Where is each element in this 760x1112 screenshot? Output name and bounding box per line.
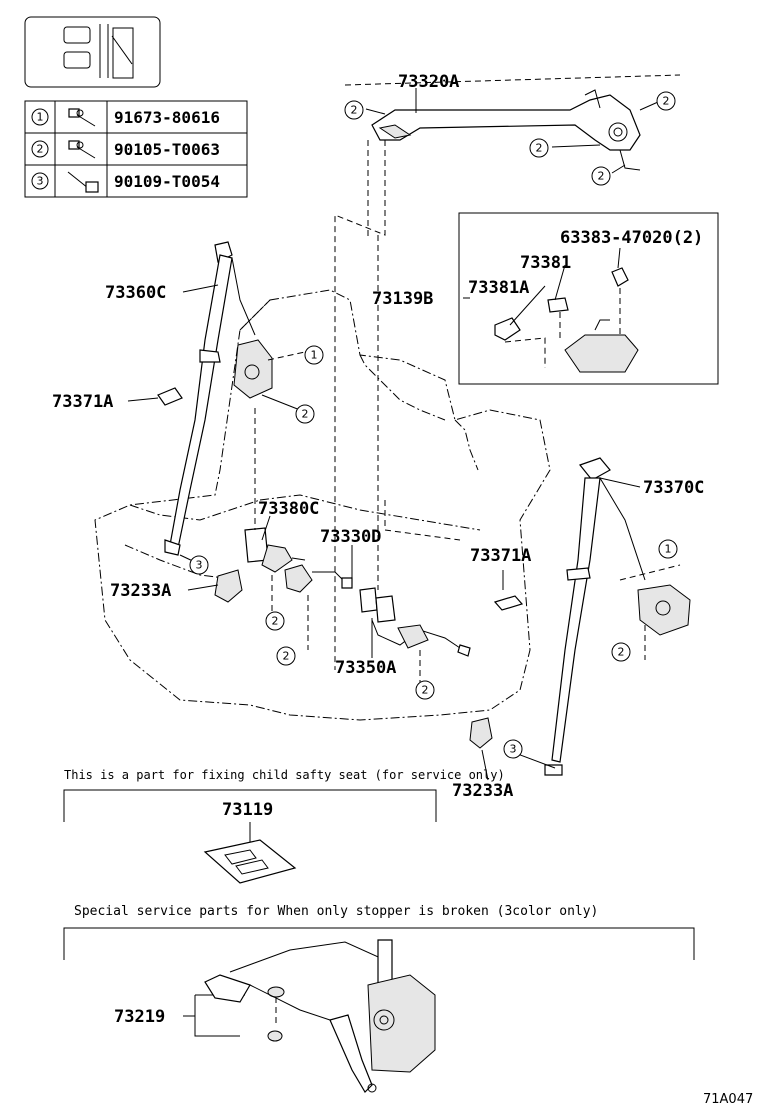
fastener-ref-2-c: 2	[529, 138, 549, 158]
part-73371A-right-stopper	[493, 595, 524, 611]
callout-73233A-left: 73233A	[110, 581, 171, 601]
part-73219-stopper-top	[267, 986, 285, 1025]
fastener-ref-3-a: 3	[189, 555, 209, 575]
svg-text:2: 2	[272, 615, 279, 628]
bolt-icon	[68, 108, 96, 127]
part-73371A-left-stopper	[157, 387, 183, 406]
fastener-index-3: 3	[37, 175, 44, 188]
fastener-ref-2-g: 2	[611, 642, 631, 662]
part-73380C-buckle	[244, 527, 306, 573]
fastener-part-no-3: 90109-T0054	[114, 172, 220, 191]
fastener-row-3: 3 90109-T0054	[31, 171, 220, 193]
callout-73360C: 73360C	[105, 283, 166, 303]
callout-73219: 73219	[114, 1007, 165, 1027]
fastener-row-2: 2 90105-T0063	[31, 140, 220, 159]
seat-outline	[94, 289, 551, 721]
callout-73233A-right: 73233A	[452, 781, 513, 801]
callout-73370C: 73370C	[643, 478, 704, 498]
part-73233A-left-cover	[214, 569, 243, 603]
child-seat-note: This is a part for fixing child safty se…	[64, 768, 505, 782]
fastener-index-1: 1	[37, 111, 44, 124]
leader-lines-middle	[254, 351, 681, 685]
svg-text:2: 2	[422, 684, 429, 697]
fastener-ref-3-b: 3	[503, 739, 523, 759]
child-seat-section: This is a part for fixing child safty se…	[63, 768, 505, 884]
callout-73139B: 73139B	[372, 289, 433, 309]
svg-text:2: 2	[536, 142, 543, 155]
svg-text:1: 1	[665, 543, 672, 556]
bolt-icon	[67, 171, 99, 193]
svg-text:1: 1	[311, 349, 318, 362]
part-73320A-anchor-bar	[371, 89, 641, 171]
fastener-part-no-2: 90105-T0063	[114, 140, 220, 159]
part-73360C-left-belt	[164, 241, 273, 556]
svg-text:2: 2	[663, 95, 670, 108]
callout-73330D: 73330D	[320, 527, 381, 547]
part-73233A-right-cover	[469, 717, 493, 749]
fastener-ref-2-d: 2	[591, 166, 611, 186]
fastener-index-2: 2	[37, 143, 44, 156]
part-73139B-inset-box	[458, 212, 719, 385]
callout-73381A-box: 73381A	[468, 278, 529, 298]
fastener-ref-2-i: 2	[415, 680, 435, 700]
callout-73380C: 73380C	[258, 499, 319, 519]
figure-code: 71A047	[703, 1092, 753, 1107]
svg-text:2: 2	[283, 650, 290, 663]
seat-location-icon	[24, 16, 161, 88]
part-73330D-buckle	[284, 564, 353, 593]
callout-73119: 73119	[222, 800, 273, 820]
fastener-table: 1 91673-80616 2 90105-T0063 3	[24, 100, 248, 198]
svg-text:3: 3	[196, 559, 203, 572]
callout-73381: 73381	[520, 253, 571, 273]
svg-text:2: 2	[302, 408, 309, 421]
callout-73371A-right: 73371A	[470, 546, 531, 566]
special-belt-illustration	[204, 939, 436, 1093]
callout-73371A-left: 73371A	[52, 392, 113, 412]
callout-63383-47020: 63383-47020(2)	[560, 228, 703, 248]
bolt-icon	[68, 140, 96, 159]
svg-text:2: 2	[618, 646, 625, 659]
special-parts-note: Special service parts for When only stop…	[74, 904, 598, 919]
fastener-part-no-1: 91673-80616	[114, 108, 220, 127]
fastener-row-1: 1 91673-80616	[31, 108, 220, 127]
fastener-ref-2-e: 2	[295, 404, 315, 424]
fastener-ref-2-h: 2	[276, 646, 296, 666]
callout-73350A: 73350A	[335, 658, 396, 678]
svg-text:2: 2	[598, 170, 605, 183]
callout-73320A: 73320A	[398, 72, 459, 92]
part-73350A-buckle	[359, 587, 471, 657]
fastener-ref-1-b: 1	[658, 539, 678, 559]
part-73370C-right-belt	[544, 457, 691, 776]
fastener-ref-2-f: 2	[265, 611, 285, 631]
part-73219-stopper-bottom	[267, 1030, 283, 1042]
fastener-ref-2-b: 2	[656, 91, 676, 111]
svg-text:2: 2	[351, 104, 358, 117]
part-73119-bracket	[203, 839, 297, 884]
special-parts-section: Special service parts for When only stop…	[63, 904, 695, 1093]
fastener-ref-1-a: 1	[304, 345, 324, 365]
svg-text:3: 3	[510, 743, 517, 756]
fastener-ref-2-a: 2	[344, 100, 364, 120]
leader-lines-top	[334, 74, 681, 670]
